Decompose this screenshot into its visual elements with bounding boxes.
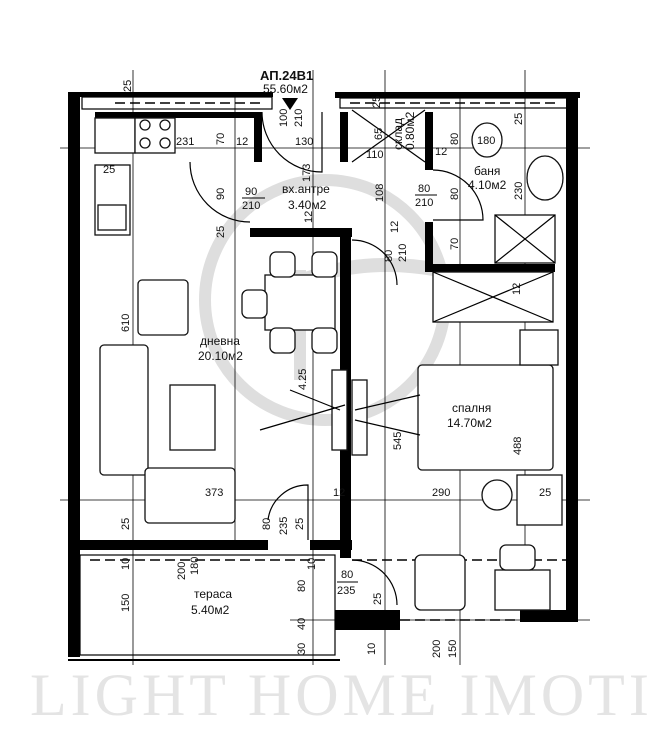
bathroom-area: 4.10м2 — [468, 178, 507, 192]
walls — [68, 92, 580, 661]
dim-label: 12 — [389, 221, 401, 233]
dim-label: 488 — [512, 437, 524, 455]
dim-label: 90 — [215, 188, 227, 200]
bedroom-name: спалня — [452, 401, 491, 415]
hall-name: вх.антре — [282, 182, 330, 196]
dim-label: 210 — [293, 109, 305, 127]
dim-label: 70 — [449, 238, 461, 250]
dim-label: 80 — [261, 518, 273, 530]
dim-label: 10 — [120, 558, 132, 570]
bedroom-armchair — [414, 554, 466, 611]
dim-label: 180 — [189, 557, 201, 575]
apartment-area: 55.60м2 — [263, 82, 308, 96]
hall-area: 3.40м2 — [288, 198, 327, 212]
dim-label: 180 — [477, 135, 495, 147]
watermark-text: LIGHT HOME IMOTI — [30, 662, 649, 728]
dim-label: 12 — [303, 211, 315, 223]
storage-name: склад — [391, 118, 405, 150]
dimension-labels: 25 100 210 130 231 70 12 25 90 90 210 17… — [103, 80, 551, 658]
doors — [189, 111, 484, 606]
dim-label: 235 — [278, 517, 290, 535]
storage-area: 0.80м2 — [403, 111, 417, 150]
dim-label: 200 — [176, 562, 188, 580]
dim-label: 70 — [215, 133, 227, 145]
armchair — [137, 279, 189, 336]
dim-label: 130 — [295, 136, 313, 148]
dim-label: 12 — [511, 283, 523, 295]
dim-label: 10 — [306, 558, 318, 570]
entrance-arrow-icon — [282, 98, 298, 110]
dim-label: 25 — [371, 96, 383, 108]
dim-label: 80 — [383, 250, 395, 262]
furniture — [94, 109, 564, 611]
dim-label: 12 — [435, 146, 447, 158]
dim-label: 545 — [392, 432, 404, 450]
bath-sink — [526, 155, 564, 201]
dim-label: 80 — [449, 133, 461, 145]
toilet — [471, 122, 503, 158]
dim-label: 10 — [366, 643, 378, 655]
dining-table — [264, 274, 336, 331]
dim-label: 230 — [513, 182, 525, 200]
desk — [494, 569, 551, 611]
living-name: дневна — [200, 334, 240, 348]
dim-label: 150 — [447, 640, 459, 658]
dim-label: 231 — [176, 136, 194, 148]
dim-label: 40 — [296, 618, 308, 630]
dim-label: 90 — [245, 186, 257, 198]
dim-label: 210 — [242, 200, 260, 212]
apartment-name: АП.24В1 — [260, 68, 313, 83]
dim-label: 210 — [397, 244, 409, 262]
dim-label: 173 — [301, 164, 313, 182]
dim-label: 80 — [341, 569, 353, 581]
dim-label: 150 — [120, 594, 132, 612]
fridge — [94, 117, 136, 154]
dim-label: 25 — [103, 164, 115, 176]
dim-label: 290 — [432, 487, 450, 499]
dim-label: 65 — [373, 128, 385, 140]
dim-label: 4.25 — [297, 369, 309, 390]
apartment-label: АП.24В1 55.60м2 — [260, 68, 313, 110]
dim-label: 210 — [415, 197, 433, 209]
dim-label: 25 — [122, 80, 134, 92]
dim-label: 25 — [513, 113, 525, 125]
dim-label: 110 — [366, 149, 384, 161]
dim-label: 12 — [333, 487, 345, 499]
dim-label: 610 — [120, 314, 132, 332]
dim-label: 373 — [205, 487, 223, 499]
dim-label: 80 — [449, 188, 461, 200]
dim-label: 80 — [418, 183, 430, 195]
dim-label: 12 — [236, 136, 248, 148]
dim-label: 100 — [278, 109, 290, 127]
bathroom-name: баня — [474, 164, 500, 178]
dim-label: 25 — [539, 487, 551, 499]
bedroom-area: 14.70м2 — [447, 416, 492, 430]
dim-label: 25 — [372, 593, 384, 605]
terrace-name: тераса — [194, 587, 232, 601]
bed — [417, 364, 554, 471]
sofa-2 — [144, 467, 236, 524]
terrace-area: 5.40м2 — [191, 603, 230, 617]
dim-label: 80 — [296, 580, 308, 592]
dim-label: 25 — [215, 226, 227, 238]
dim-label: 235 — [337, 585, 355, 597]
dim-label: 108 — [374, 184, 386, 202]
dim-label: 200 — [431, 640, 443, 658]
living-area: 20.10м2 — [198, 349, 243, 363]
dim-label: 25 — [120, 518, 132, 530]
coffee-table — [169, 384, 216, 451]
dim-label: 30 — [296, 643, 308, 655]
sofa — [99, 344, 149, 476]
dim-label: 25 — [294, 518, 306, 530]
